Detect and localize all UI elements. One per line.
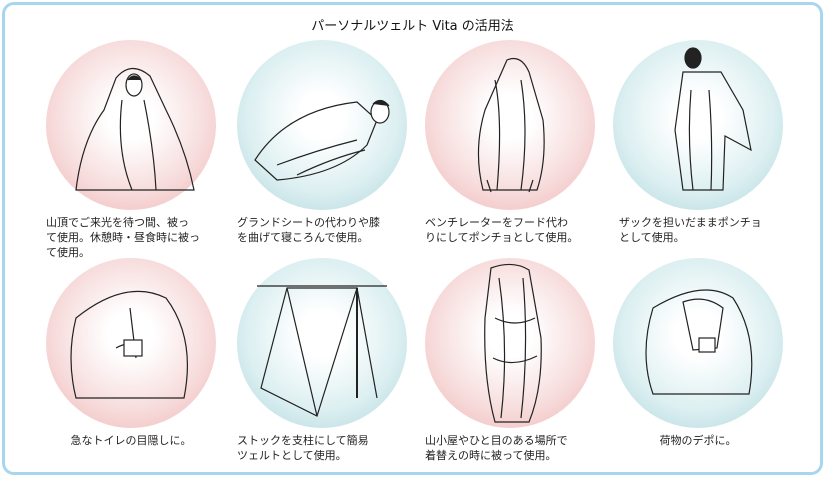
circle-bg [425, 40, 595, 210]
panel-caption: ベンチレーターをフード代わ りにしてポンチョとして使用。 [425, 216, 579, 244]
toilet-cover-icon [70, 290, 189, 399]
circle-bg [613, 40, 783, 210]
circle-bg [46, 40, 216, 210]
gear-depot-icon [645, 289, 753, 395]
circle-bg [425, 258, 595, 428]
panel-caption: ストックを支柱にして簡易 ツェルトとして使用。 [237, 434, 369, 462]
panel-caption: 急なトイレの目隠しに。 [70, 434, 192, 447]
panel-caption: 荷物のデポに。 [659, 434, 737, 447]
circle-bg [237, 258, 407, 428]
page-title: パーソナルツェルト Vita の活用法 [311, 19, 514, 34]
circle-bg [613, 258, 783, 428]
stick-shelter-icon [257, 285, 387, 417]
hooded-cloak-icon [477, 57, 545, 193]
panel-caption: 山小屋やひと目のある場所で 着替えの時に被って使用。 [425, 434, 568, 462]
panel-caption: グランドシートの代わりや膝 を曲げて寝ころんで使用。 [237, 216, 380, 244]
circle-bg [46, 258, 216, 428]
person-backpack-poncho-icon [674, 47, 752, 191]
person-wrapped-hood-icon [75, 67, 195, 191]
panel-caption: 山頂でご来光を待つ間、被っ て使用。休憩時・昼食時に被っ て使用。 [46, 216, 200, 259]
panel-caption: ザックを担いだままポンチョ として使用。 [619, 216, 762, 244]
changing-cover-icon [484, 263, 542, 423]
person-lying-icon [254, 99, 390, 181]
circle-bg [237, 40, 407, 210]
